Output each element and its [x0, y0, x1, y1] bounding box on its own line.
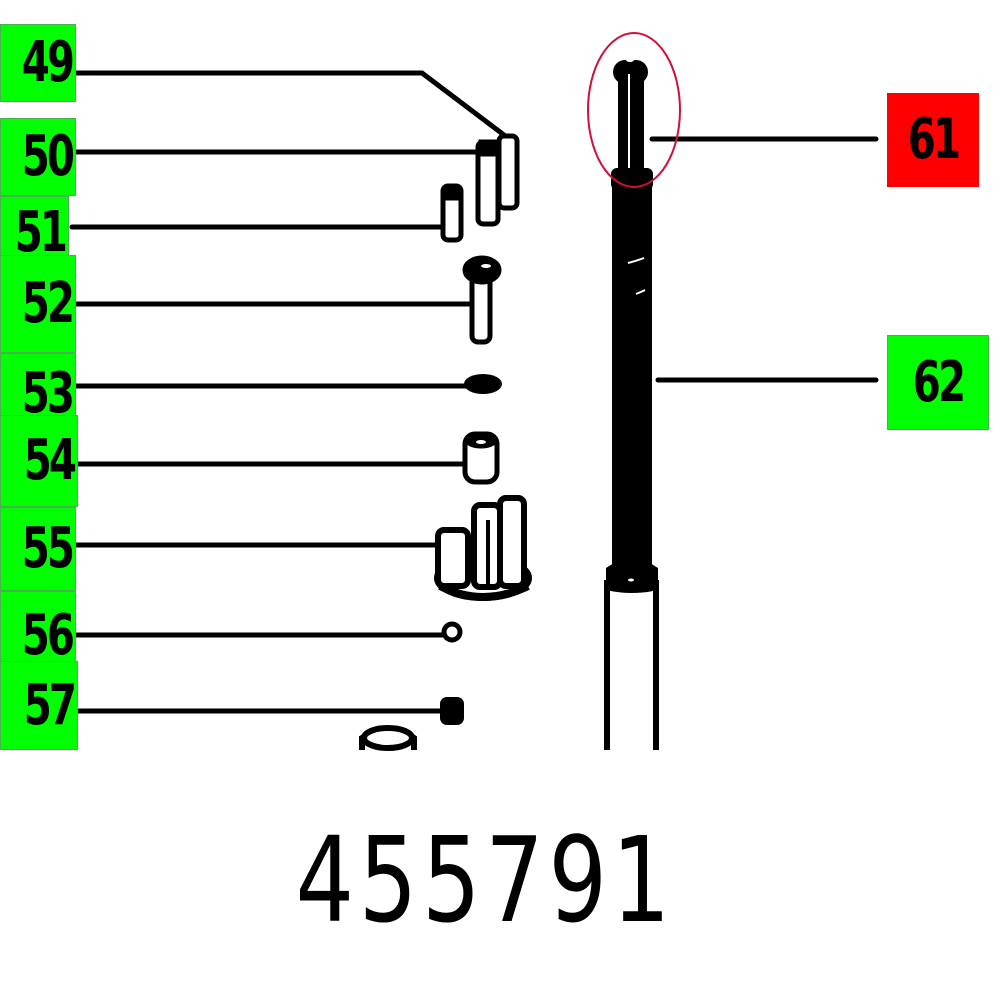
label-55[interactable]: 55: [0, 507, 76, 591]
partial-sleeve-icon: [359, 725, 417, 751]
part-number: 455791: [295, 811, 675, 949]
holder-assembly-icon: [434, 495, 532, 601]
rod-top-icon: [613, 58, 648, 182]
o-ring-icon: [441, 621, 463, 643]
threaded-rod-icon: [606, 168, 658, 593]
tube-icon: [604, 580, 659, 750]
plug-icon: [440, 697, 464, 725]
sleeve-icon: [462, 431, 500, 485]
label-62[interactable]: 62: [887, 335, 989, 430]
label-52[interactable]: 52: [0, 255, 76, 353]
label-50[interactable]: 50: [0, 118, 76, 196]
label-57[interactable]: 57: [0, 661, 78, 750]
leader-line-49: [69, 70, 511, 141]
label-54[interactable]: 54: [0, 415, 78, 507]
label-61-highlighted[interactable]: 61: [887, 93, 979, 187]
cap-screw-icon: [462, 255, 502, 345]
label-49[interactable]: 49: [0, 24, 76, 102]
washer-icon: [464, 374, 502, 394]
pin-pair-icon: [475, 133, 520, 227]
small-pin-icon: [440, 183, 464, 243]
highlight-ellipse: [587, 32, 681, 188]
